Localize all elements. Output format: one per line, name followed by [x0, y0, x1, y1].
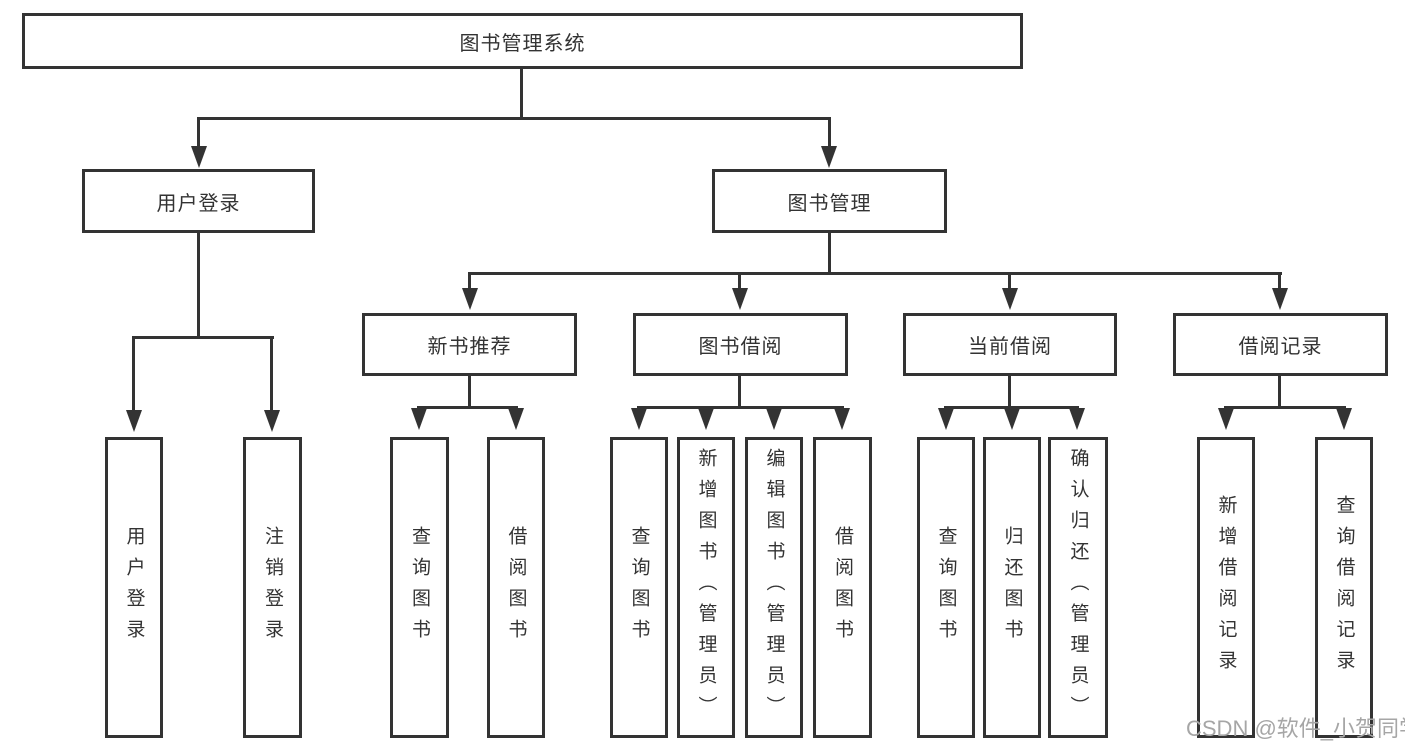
arrowhead-br-query [1336, 408, 1352, 430]
arrowhead-book-mgmt [821, 146, 837, 168]
connector-level2-rail [468, 272, 1282, 275]
leaf-nb-borrow-books-label: 借阅图书 [505, 525, 527, 650]
leaf-cb-return-books: 归还图书 [983, 437, 1041, 738]
leaf-cb-confirm-return-admin: 确认归还（管理员） [1048, 437, 1108, 738]
leaf-br-add-record: 新增借阅记录 [1197, 437, 1255, 738]
node-book-management: 图书管理 [712, 169, 947, 233]
connector-root-rail [197, 117, 831, 120]
connector-root-stem [520, 68, 523, 117]
arrowhead-nb-borrow [508, 408, 524, 430]
leaf-logout-label: 注销登录 [262, 525, 283, 650]
connector-current-borrowing-rail [944, 406, 1079, 409]
leaf-cb-return-books-label: 归还图书 [1001, 525, 1023, 650]
arrowhead-current-borrow [1002, 288, 1018, 310]
leaf-bb-edit-books-admin: 编辑图书（管理员） [745, 437, 803, 738]
arrowhead-cb-query [938, 408, 954, 430]
leaf-user-login-label: 用户登录 [123, 525, 145, 650]
arrowhead-bb-query [631, 408, 647, 430]
leaf-nb-query-books: 查询图书 [390, 437, 449, 738]
connector-user-login-rail [132, 336, 274, 339]
leaf-logout: 注销登录 [243, 437, 302, 738]
leaf-cb-confirm-return-admin-label: 确认归还（管理员） [1067, 448, 1089, 727]
node-book-management-label: 图书管理 [787, 192, 872, 215]
leaf-bb-add-books-admin-label: 新增图书（管理员） [695, 448, 717, 727]
leaf-cb-query-books-label: 查询图书 [935, 525, 957, 650]
node-current-borrowing: 当前借阅 [903, 313, 1117, 376]
arrowhead-new-book [462, 288, 478, 310]
connector-user-login-stem [197, 233, 200, 336]
leaf-br-query-record-label: 查询借阅记录 [1333, 494, 1355, 681]
leaf-nb-query-books-label: 查询图书 [409, 525, 430, 650]
node-root: 图书管理系统 [22, 13, 1023, 69]
leaf-bb-borrow-books: 借阅图书 [813, 437, 872, 738]
leaf-bb-edit-books-admin-label: 编辑图书（管理员） [763, 448, 785, 727]
leaf-cb-query-books: 查询图书 [917, 437, 975, 738]
node-borrowing-records: 借阅记录 [1173, 313, 1388, 376]
leaf-bb-add-books-admin: 新增图书（管理员） [677, 437, 735, 738]
leaf-bb-query-books: 查询图书 [610, 437, 668, 738]
node-user-login-label: 用户登录 [156, 192, 241, 215]
leaf-user-login: 用户登录 [105, 437, 163, 738]
arrowhead-bb-edit [766, 408, 782, 430]
node-new-book-recommend-label: 新书推荐 [427, 336, 512, 358]
csdn-watermark: CSDN @软件_小贺同学 [1186, 716, 1405, 741]
arrowhead-br-add [1218, 408, 1234, 430]
node-user-login: 用户登录 [82, 169, 315, 233]
connector-new-book-stem [468, 375, 471, 406]
leaf-bb-borrow-books-label: 借阅图书 [832, 525, 853, 650]
connector-borrowing-records-rail [1224, 406, 1346, 409]
arrowhead-bb-add [698, 408, 714, 430]
leaf-bb-query-books-label: 查询图书 [628, 525, 650, 650]
connector-book-mgmt-drop [828, 117, 831, 148]
connector-book-borrowing-stem [738, 375, 741, 406]
connector-user-login-drop [197, 117, 200, 148]
node-new-book-recommend: 新书推荐 [362, 313, 577, 376]
connector-current-borrow-drop [1008, 272, 1011, 290]
arrowhead-book-borrow [732, 288, 748, 310]
connector-book-borrow-drop [738, 272, 741, 290]
node-root-label: 图书管理系统 [459, 32, 586, 55]
arrowhead-cb-return [1004, 408, 1020, 430]
arrowhead-logout [264, 410, 280, 432]
node-book-borrowing: 图书借阅 [633, 313, 848, 376]
arrowhead-nb-query [411, 408, 427, 430]
node-current-borrowing-label: 当前借阅 [968, 336, 1052, 358]
connector-borrow-record-drop [1278, 272, 1281, 290]
connector-current-borrowing-stem [1008, 375, 1011, 406]
connector-new-book-drop [468, 272, 471, 290]
connector-borrowing-records-stem [1278, 375, 1281, 406]
connector-book-borrowing-rail [637, 406, 844, 409]
node-book-borrowing-label: 图书借阅 [698, 336, 783, 358]
arrowhead-cb-confirm [1069, 408, 1085, 430]
connector-logout-drop [270, 336, 273, 412]
leaf-nb-borrow-books: 借阅图书 [487, 437, 545, 738]
arrowhead-bb-borrow [834, 408, 850, 430]
arrowhead-user-login [191, 146, 207, 168]
leaf-br-query-record: 查询借阅记录 [1315, 437, 1373, 738]
connector-login-drop [132, 336, 135, 412]
node-borrowing-records-label: 借阅记录 [1238, 336, 1323, 358]
connector-book-mgmt-stem [828, 233, 831, 274]
connector-new-book-rail [417, 406, 518, 409]
leaf-br-add-record-label: 新增借阅记录 [1215, 494, 1237, 681]
arrowhead-login [126, 410, 142, 432]
arrowhead-borrow-record [1272, 288, 1288, 310]
